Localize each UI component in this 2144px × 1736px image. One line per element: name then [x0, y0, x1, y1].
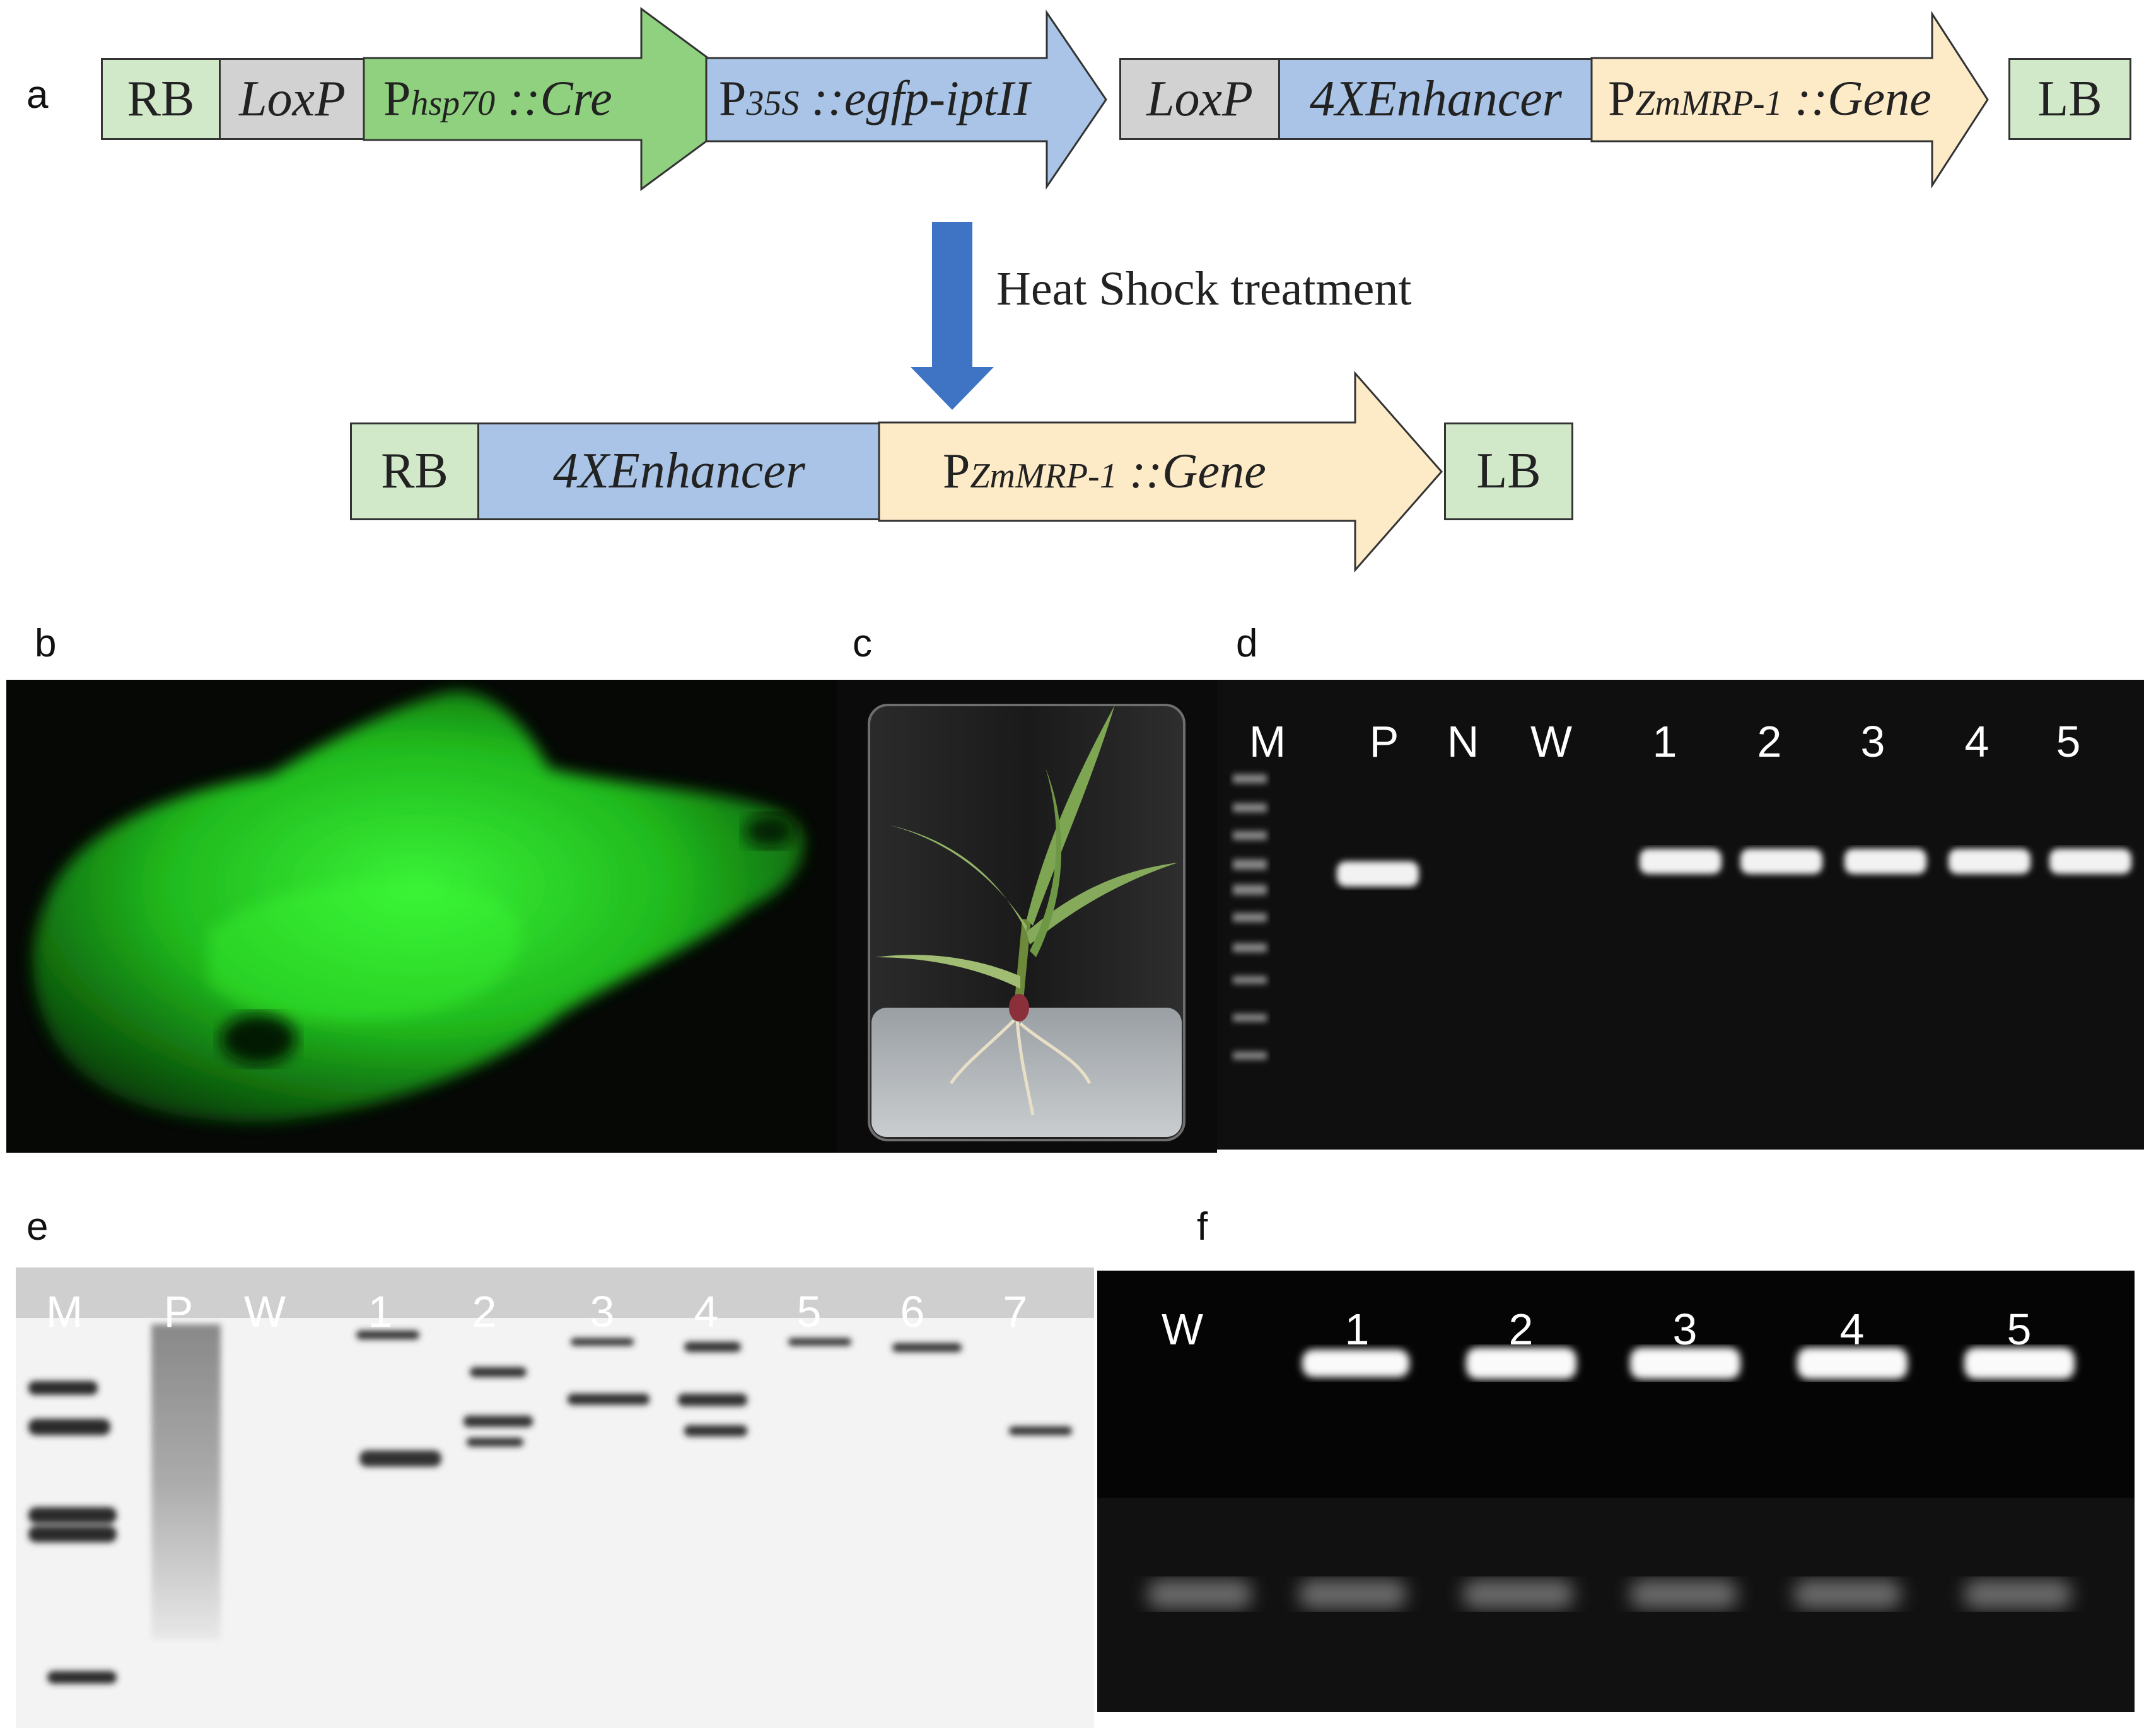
egfp-arrow: [705, 9, 1107, 190]
panel-label-a: a: [26, 73, 49, 117]
gene-label-top: PZmMRP-1 ::Gene: [1608, 71, 1931, 125]
gel-d-band-1: [1640, 849, 1722, 874]
blot-e-lane-1: 1: [368, 1287, 393, 1336]
panel-a-diagram: RB LoxP Phsp70 ::Cre P35S ::egfp-iptII L…: [95, 0, 2138, 573]
blot-e-smear-p: [151, 1324, 221, 1640]
blot-e-band-7: [1009, 1426, 1072, 1435]
gel-f-bands: [1097, 1348, 2135, 1712]
gfp-callus-image: [6, 680, 837, 1153]
gel-d-band-3: [1844, 849, 1926, 874]
blot-e-lane-4: 4: [694, 1287, 719, 1336]
gel-d-band-2: [1740, 849, 1822, 874]
blot-e-band-4c: [684, 1425, 747, 1436]
gel-f-band-4: [1797, 1348, 1908, 1379]
cre-arrow: [363, 7, 766, 191]
blot-e-bands: [16, 1267, 1094, 1684]
cre-label: Phsp70 ::Cre: [383, 71, 612, 125]
blot-e-band-1a: [356, 1331, 419, 1339]
gel-d-lane-n: N: [1447, 717, 1479, 766]
gel-d-bands: [1233, 774, 2131, 1059]
blot-e-lane-p: P: [163, 1287, 194, 1336]
blot-e-band-2a: [470, 1367, 527, 1377]
blot-e-band-1b: [359, 1450, 441, 1467]
blot-e-band-2c: [467, 1438, 523, 1447]
loxp-box-2: LoxP: [1119, 58, 1280, 140]
gel-d-lane-m: M: [1249, 717, 1286, 766]
enhancer-box-bottom: 4XEnhancer: [477, 422, 881, 520]
panel-label-b: b: [35, 622, 57, 665]
gel-f-lane-4: 4: [1839, 1305, 1865, 1354]
gene-arrow-top: [1590, 10, 1989, 189]
gel-d-lane-2: 2: [1757, 717, 1782, 766]
panel-label-e: e: [26, 1205, 49, 1249]
panel-label-d: d: [1236, 622, 1258, 665]
gel-f-lane-5: 5: [2007, 1305, 2032, 1354]
gel-f-band-2: [1466, 1348, 1576, 1379]
plantlet-photo: [837, 680, 1217, 1153]
gel-f-band-1: [1302, 1349, 1409, 1377]
gel-f-lane-2: 2: [1508, 1305, 1534, 1354]
pcr-gel-d: M P N W 1 2 3 4 5: [1217, 680, 2144, 1150]
rb-box-top: RB: [101, 58, 221, 140]
gel-f-ref-w: [1148, 1580, 1252, 1609]
egfp-label: P35S ::egfp-iptII: [719, 71, 1030, 125]
gel-d-lane-p: P: [1369, 717, 1399, 766]
gel-f-ref-3: [1630, 1580, 1737, 1609]
gfp-callus-graphic: [32, 691, 804, 1122]
rb-box-bottom: RB: [350, 422, 479, 520]
blot-e-lane-w: W: [243, 1287, 286, 1336]
blot-e-band-6: [892, 1343, 962, 1352]
blot-e-band-4b: [678, 1394, 747, 1406]
gel-d-band-5: [2049, 849, 2131, 874]
gel-d-lane-5: 5: [2056, 717, 2081, 766]
gel-f-ref-5: [1964, 1580, 2071, 1609]
blot-e-lane-3: 3: [590, 1287, 615, 1336]
blot-e-lane-5: 5: [796, 1287, 822, 1336]
blot-e-lane-2: 2: [472, 1287, 497, 1336]
gel-f-lane-1: 1: [1344, 1305, 1370, 1354]
heat-shock-label: Heat Shock treatment: [996, 262, 1412, 315]
gel-d-ladder: [1233, 774, 1267, 1059]
blot-e-lane-6: 6: [900, 1287, 925, 1336]
heat-shock-down-arrow: [911, 222, 994, 410]
panel-label-c: c: [853, 622, 872, 665]
blot-e-ladder: [28, 1381, 117, 1684]
gel-d-band-4: [1949, 849, 2030, 874]
blot-e-lane-7: 7: [1003, 1287, 1028, 1336]
gene-label-bottom: PZmMRP-1 ::Gene: [943, 443, 1266, 498]
gel-d-lane-3: 3: [1860, 717, 1885, 766]
gel-f-band-3: [1630, 1348, 1740, 1379]
blot-e-band-3a: [571, 1338, 634, 1346]
rt-pcr-gel-f: W 1 2 3 4 5: [1097, 1271, 2135, 1712]
gel-f-ref-2: [1463, 1580, 1573, 1609]
gel-f-ref-4: [1794, 1580, 1901, 1609]
enhancer-box-top: 4XEnhancer: [1278, 58, 1593, 140]
lb-box-bottom: LB: [1444, 422, 1573, 520]
gene-arrow-bottom: [878, 371, 1443, 573]
gel-d-lane-w: W: [1530, 717, 1573, 766]
plantlet-graphic: [868, 704, 1186, 1141]
lb-box-top: LB: [2008, 58, 2131, 140]
blot-e-band-3b: [568, 1394, 650, 1405]
gel-d-lane-4: 4: [1964, 717, 1990, 766]
gel-d-lane-1: 1: [1652, 717, 1677, 766]
gel-f-lane-w: W: [1161, 1305, 1204, 1354]
blot-e-lane-m: M: [45, 1287, 83, 1336]
gel-f-band-5: [1964, 1348, 2075, 1379]
gel-d-band-p: [1337, 861, 1419, 887]
gel-f-ref-1: [1299, 1580, 1406, 1609]
blot-e-band-2b: [463, 1416, 533, 1427]
southern-blot-e: M P W 1 2 3 4 5 6 7: [16, 1267, 1094, 1728]
blot-e-band-5: [788, 1338, 851, 1346]
blot-e-band-4a: [684, 1342, 741, 1352]
panel-label-f: f: [1197, 1205, 1208, 1249]
loxp-box-1: LoxP: [219, 58, 366, 140]
gel-f-lane-3: 3: [1672, 1305, 1698, 1354]
